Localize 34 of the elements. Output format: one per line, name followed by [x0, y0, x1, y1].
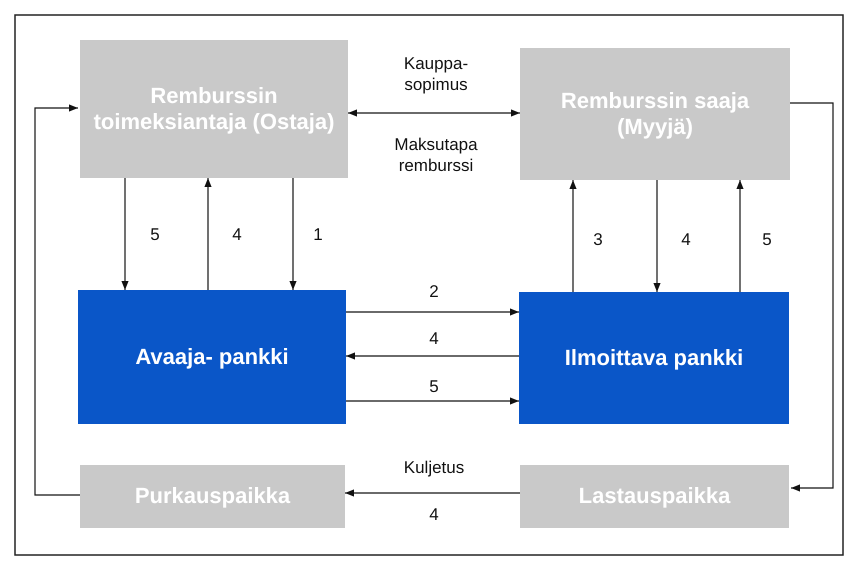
arrow [569, 180, 577, 292]
arrow [653, 180, 661, 292]
edge-label: 5 [761, 229, 773, 250]
edge-label: 2 [428, 281, 440, 302]
note-label: 4 [428, 504, 440, 526]
edge-label: 1 [312, 224, 324, 246]
arrow [348, 109, 520, 117]
edge-label: 4 [231, 224, 243, 246]
arrow [346, 308, 519, 316]
note-label: Maksutapa remburssi [393, 134, 479, 176]
arrow [34, 104, 80, 496]
arrow [346, 397, 519, 405]
party-box [80, 465, 345, 528]
bank-box [519, 292, 789, 424]
edge-label: Kauppa- sopimus [402, 52, 470, 95]
edge-label: 4 [680, 229, 692, 250]
party-box [520, 465, 789, 528]
arrow [736, 180, 744, 292]
arrow [204, 178, 212, 290]
edge-label: 3 [592, 229, 604, 250]
bank-box [78, 290, 346, 424]
arrow [121, 178, 129, 290]
party-box [520, 48, 790, 180]
arrow [345, 489, 520, 497]
edge-label: 5 [149, 224, 161, 246]
party-box [80, 40, 348, 178]
arrow [790, 102, 834, 492]
arrow [346, 352, 519, 360]
edge-label: Kuljetus [402, 457, 466, 478]
node-label: Avaaja- pankki [135, 344, 289, 370]
node-label: Ilmoittava pankki [564, 344, 744, 372]
edge-label: 4 [428, 328, 440, 350]
arrow [289, 178, 297, 290]
edge-label: 5 [428, 376, 440, 398]
